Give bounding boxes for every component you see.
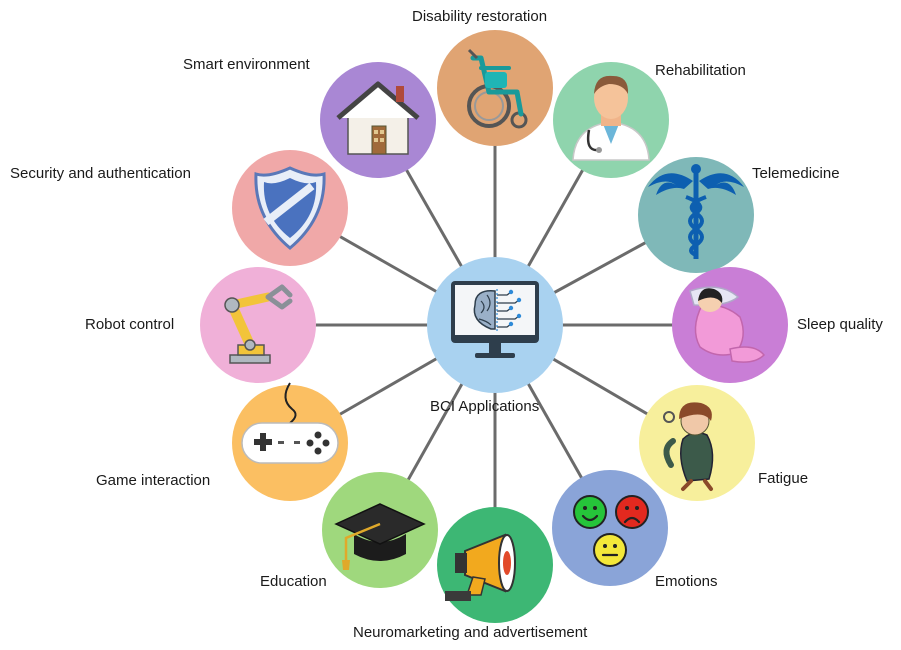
wheelchair-icon	[467, 48, 528, 129]
application-circle	[200, 267, 316, 383]
caduceus-icon	[648, 164, 744, 259]
application-label: Neuromarketing and advertisement	[353, 624, 588, 641]
application-node	[437, 30, 553, 146]
application-node	[320, 62, 436, 178]
application-label: Smart environment	[183, 56, 310, 73]
application-label: Education	[260, 573, 327, 590]
application-node	[672, 267, 788, 383]
application-label: Sleep quality	[797, 316, 883, 333]
graduation-cap-icon	[334, 503, 426, 570]
application-node	[552, 470, 668, 586]
application-node	[553, 62, 669, 178]
application-node	[232, 150, 348, 266]
application-label: Robot control	[85, 316, 175, 333]
application-label: Security and authentication	[10, 165, 191, 182]
application-label: Fatigue	[758, 470, 809, 487]
monitor-brain-icon	[451, 281, 539, 358]
application-label: Rehabilitation	[655, 62, 746, 79]
tired-person-icon	[663, 402, 714, 491]
center-label: BCI Applications	[430, 398, 540, 415]
sleeping-person-icon	[689, 286, 766, 363]
shield-icon	[254, 166, 326, 250]
application-node	[639, 385, 755, 501]
emotion-faces-icon	[573, 495, 649, 567]
house-icon	[336, 81, 420, 155]
application-label: Game interaction	[96, 472, 211, 489]
center-node	[427, 257, 563, 393]
robot-arm-icon	[224, 284, 293, 364]
doctor-icon	[572, 75, 650, 161]
application-node	[232, 382, 348, 501]
gamepad-icon	[241, 382, 339, 464]
application-node	[437, 507, 553, 623]
megaphone-icon	[445, 533, 516, 601]
application-node	[322, 472, 438, 588]
application-node	[200, 267, 316, 383]
application-label: Disability restoration	[412, 8, 548, 25]
application-node	[638, 157, 754, 273]
application-circle	[552, 470, 668, 586]
application-label: Telemedicine	[752, 165, 840, 182]
application-label: Emotions	[655, 573, 718, 590]
